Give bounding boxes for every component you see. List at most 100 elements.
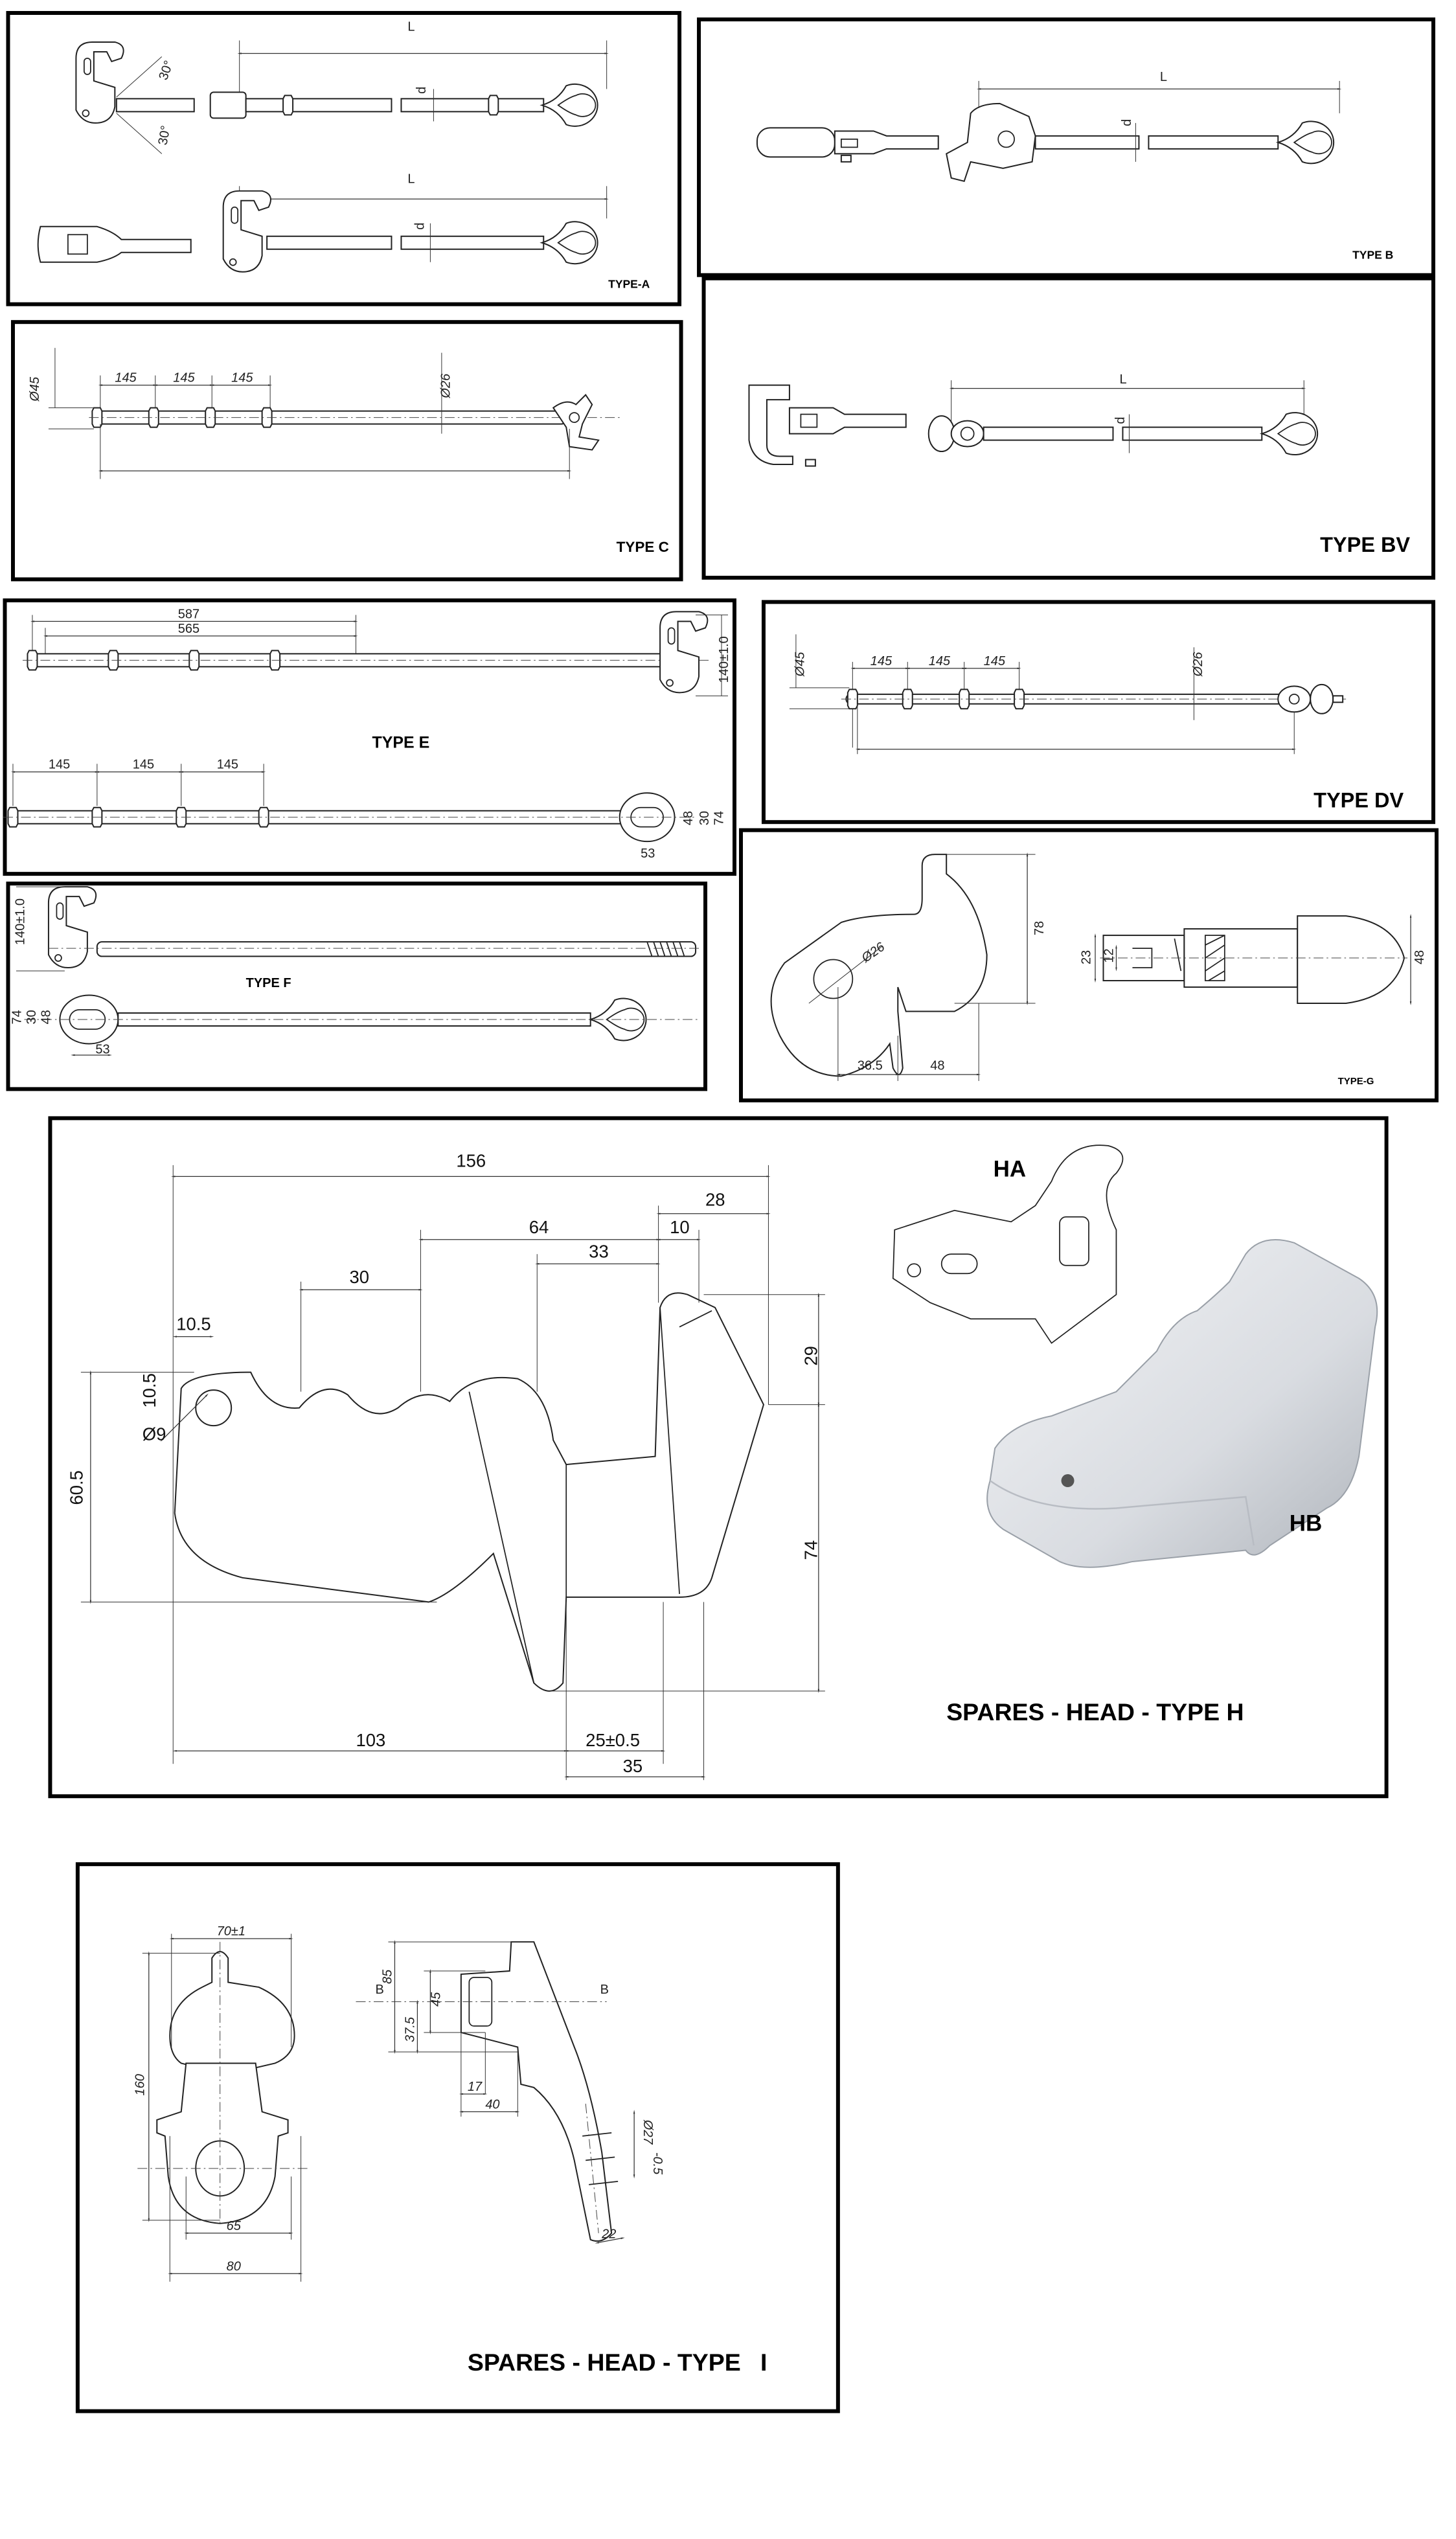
angle-label: 30° [156, 124, 174, 146]
head-profile [174, 1292, 765, 1692]
panel-label: TYPE B [1352, 249, 1393, 262]
panel-frame [75, 1862, 840, 2413]
panel-title: SPARES - HEAD - TYPE [468, 2349, 741, 2376]
upper-dimension: 29 [801, 1346, 821, 1366]
hb-head-render [986, 1239, 1378, 1568]
head-profile [770, 854, 988, 1077]
diameter-label: d [1113, 416, 1128, 424]
overall-dimension: 156 [456, 1150, 486, 1170]
top-width-dimension: 70±1 [217, 1924, 245, 1939]
panel-label: TYPE C [617, 539, 669, 555]
panel-label: TYPE DV [1314, 789, 1404, 812]
rod [245, 98, 392, 113]
pitch-dimension: 30 [350, 1267, 370, 1287]
depth-dimension: 40 [485, 2097, 499, 2112]
side-view [460, 1941, 613, 2242]
diameter-label: d [413, 223, 427, 230]
pitch-label: 145 [217, 758, 238, 772]
hook-body [748, 384, 793, 466]
height-label: 78 [1032, 921, 1047, 935]
pitch-label: 145 [173, 371, 195, 385]
pitch-label: 145 [984, 654, 1006, 668]
left-height-dimension: 60.5 [66, 1470, 86, 1505]
hole-offset-x: 10.5 [176, 1314, 210, 1334]
lower-dimension: 74 [801, 1540, 821, 1560]
panel-type-g: Ø26 78 36.5 48 23 12 48 TYPE-G [738, 828, 1439, 1102]
axis-height-dimension: 37.5 [403, 2016, 417, 2042]
hook-height-label: 140±1.0 [717, 636, 731, 683]
panel-frame [738, 828, 1439, 1102]
eye-length-label: 53 [95, 1042, 109, 1056]
variant-b-label: HB [1290, 1510, 1323, 1536]
slot-height-dimension: 45 [429, 1992, 443, 2007]
eye-slot-width-label: 30 [25, 1010, 39, 1024]
panel-label: TYPE-A [608, 278, 650, 291]
end-diameter-label: Ø45 [793, 652, 807, 677]
hook-body [946, 102, 1036, 183]
panel-title: SPARES - HEAD - TYPE H [946, 1698, 1244, 1725]
panel-type-f: 140±1.0 TYPE F 74 30 48 53 [6, 882, 708, 1091]
inner-dimension: 565 [178, 622, 199, 636]
panel-label: TYPE F [246, 976, 291, 990]
length-label: L [407, 19, 415, 34]
section-marker-right: B [600, 1983, 609, 1997]
offset-label: 36.5 [858, 1058, 883, 1073]
overall-dimension: 587 [178, 607, 199, 621]
head-dome [1297, 915, 1405, 1005]
pitch-label: 145 [929, 654, 951, 668]
shank-label: 23 [1080, 950, 1094, 964]
ha-head-sketch [892, 1144, 1124, 1344]
base-dimension: 103 [356, 1730, 386, 1750]
rod [400, 98, 545, 113]
hook-height-label: 140±1.0 [13, 898, 27, 945]
pin-tolerance: -0.5 [650, 2152, 665, 2175]
diameter-label: d [1120, 119, 1134, 126]
panel-frame [3, 598, 736, 876]
panel-type-e: 587 565 140±1.0 TYPE E 145 145 145 48 30… [3, 598, 736, 876]
slot-depth-dimension: 17 [468, 2080, 483, 2094]
variant-a-label: HA [994, 1156, 1027, 1181]
hole-diameter: Ø9 [142, 1424, 166, 1444]
panel-title-suffix: I [760, 2349, 767, 2376]
eye-slot-label: 48 [39, 1010, 53, 1024]
eye-icon [1261, 412, 1319, 456]
lip-dimension: 28 [705, 1189, 725, 1209]
pitch-label: 145 [115, 371, 137, 385]
panel-type-h: 156 28 64 10 33 30 10.5 10.5 Ø9 60.5 29 … [48, 1116, 1389, 1799]
clevis-head [756, 127, 836, 158]
panel-label: TYPE-G [1338, 1076, 1374, 1087]
overall-width-dimension: 80 [227, 2259, 241, 2273]
eye-width-dimension: 65 [227, 2219, 242, 2233]
hole-offset-y: 10.5 [139, 1373, 159, 1407]
panel-label: TYPE BV [1320, 533, 1410, 556]
pitch-label: 145 [133, 758, 154, 772]
panel-frame [6, 882, 708, 1091]
diameter-label: d [415, 87, 429, 94]
panel-frame [701, 276, 1436, 580]
fork-view [37, 225, 192, 263]
eye-icon [541, 221, 598, 265]
eye-outer-label: 74 [712, 811, 727, 825]
hook-icon [222, 190, 271, 273]
panel-frame [48, 1116, 1389, 1799]
panel-frame [10, 320, 683, 582]
end-diameter-label: Ø45 [28, 376, 42, 402]
stem-dimension: 25±0.5 [586, 1730, 640, 1750]
throat-dimension: 33 [589, 1241, 609, 1261]
length-label: L [1119, 372, 1126, 387]
panel-type-a: L 30° 30° d L d TYPE-A [6, 10, 682, 306]
hook-icon [47, 886, 97, 969]
pin-label: 12 [1102, 948, 1116, 962]
pin-diameter-dimension: Ø27 [641, 2119, 655, 2145]
front-view-head [169, 1951, 295, 2075]
panel-frame [761, 600, 1436, 825]
pitch-label: 145 [870, 654, 893, 668]
head-label: 48 [1413, 950, 1427, 964]
rod-head [209, 91, 247, 119]
panel-type-dv: Ø45 145 145 145 Ø26 TYPE DV [761, 600, 1436, 825]
panel-type-bv: L d TYPE BV [701, 276, 1436, 580]
eye-outer-label: 74 [10, 1010, 24, 1024]
rod-diameter-label: Ø26 [438, 373, 453, 399]
rod-stub [115, 98, 195, 113]
